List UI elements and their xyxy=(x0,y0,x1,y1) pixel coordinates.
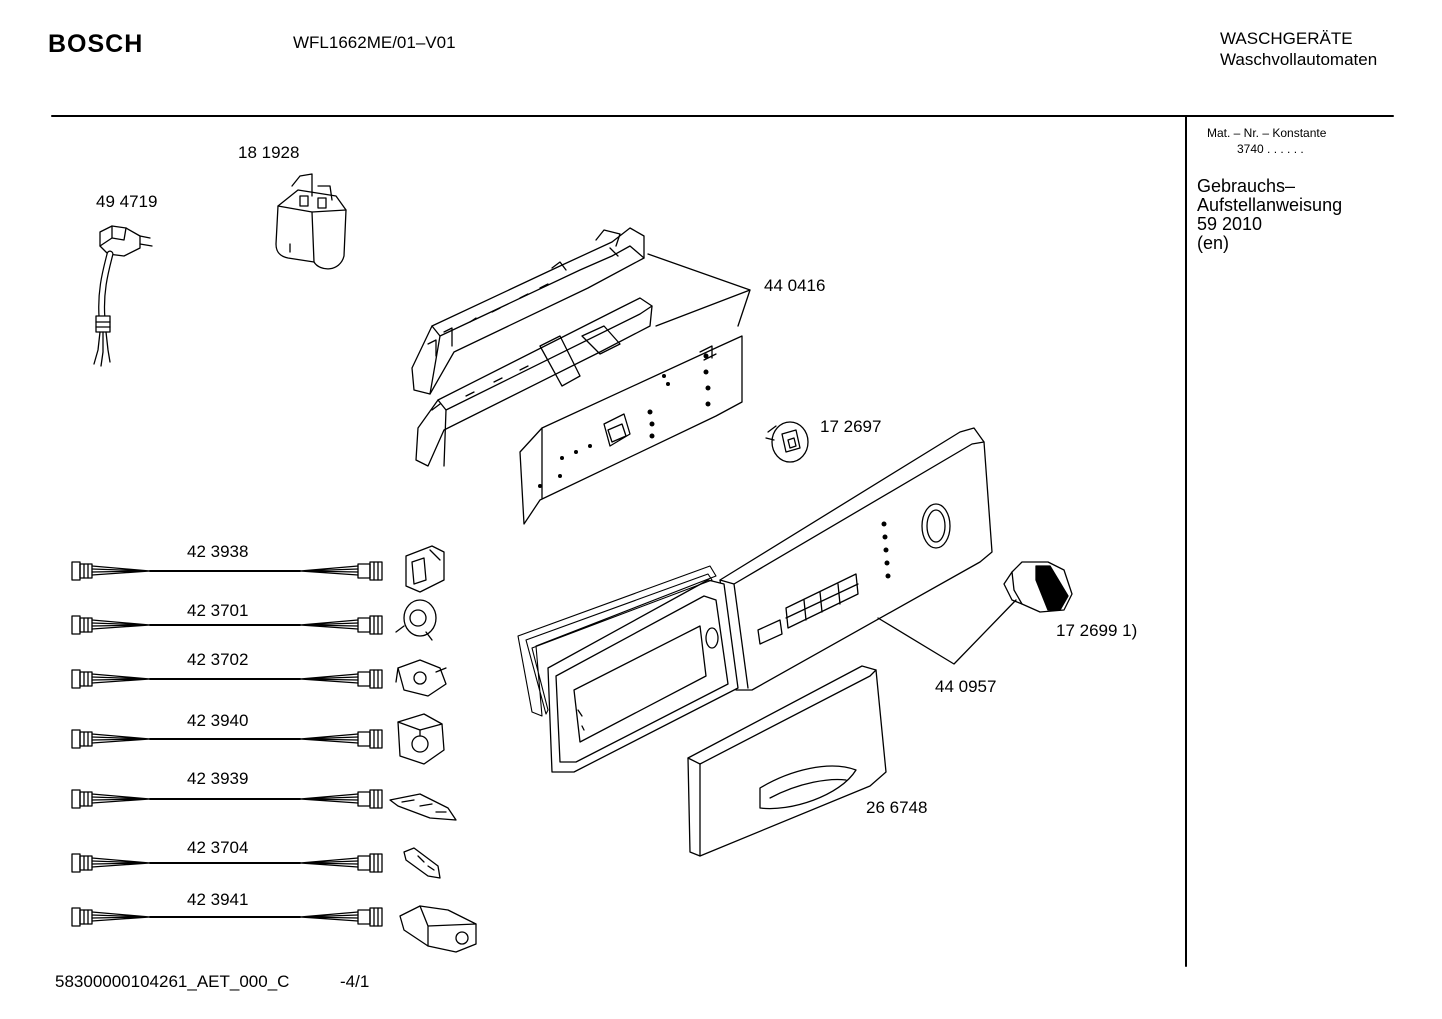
harness-5-drawing[interactable] xyxy=(71,789,457,821)
suppressor-drawing[interactable] xyxy=(275,173,347,270)
part-label-suppressor[interactable]: 18 1928 xyxy=(238,143,300,162)
control-module-drawing[interactable] xyxy=(411,227,743,525)
harness-2-drawing[interactable] xyxy=(71,599,437,641)
knob-spindle-drawing[interactable] xyxy=(765,421,809,463)
doc-line-2: Aufstellanweisung xyxy=(1197,195,1343,215)
leader-control-module-2 xyxy=(655,289,751,327)
selector-knob-drawing[interactable] xyxy=(1003,561,1073,613)
part-label-harness-3[interactable]: 42 3702 xyxy=(187,650,249,669)
category-title: WASCHGERÄTE xyxy=(1220,29,1353,48)
footer-page-number: -4/1 xyxy=(340,972,370,991)
part-label-selector-knob[interactable]: 17 2699 1) xyxy=(1056,621,1138,640)
part-label-harness-2[interactable]: 42 3701 xyxy=(187,601,249,620)
leader-control-module-1 xyxy=(647,253,751,327)
part-label-control-module[interactable]: 44 0416 xyxy=(764,276,826,295)
category-subtitle: Waschvollautomaten xyxy=(1220,50,1378,69)
sidebar-heading: Mat. – Nr. – Konstante xyxy=(1207,126,1327,140)
sidebar-constant: 3740 . . . . . . xyxy=(1237,142,1304,156)
part-label-knob-spindle[interactable]: 17 2697 xyxy=(820,417,882,436)
doc-line-1: Gebrauchs– xyxy=(1197,176,1296,196)
part-label-dispenser-handle[interactable]: 26 6748 xyxy=(866,798,928,817)
leader-fascia-panel xyxy=(877,599,1017,665)
model-number: WFL1662ME/01–V01 xyxy=(293,33,456,52)
harness-3-drawing[interactable] xyxy=(71,659,447,697)
footer-doc-code: 58300000104261_AET_000_C xyxy=(55,972,290,991)
part-label-harness-6[interactable]: 42 3704 xyxy=(187,838,249,857)
dispenser-handle-drawing[interactable] xyxy=(687,665,887,857)
brand-logo: BOSCH xyxy=(48,30,144,58)
harness-1-drawing[interactable] xyxy=(71,545,445,593)
power-cord-drawing[interactable] xyxy=(93,225,153,367)
harness-7-drawing[interactable] xyxy=(71,905,477,953)
part-label-fascia-panel[interactable]: 44 0957 xyxy=(935,677,997,696)
drawer-seal-drawing[interactable] xyxy=(517,565,717,717)
doc-line-3: 59 2010 xyxy=(1197,214,1263,234)
part-label-harness-7[interactable]: 42 3941 xyxy=(187,890,249,909)
part-label-power-cord[interactable]: 49 4719 xyxy=(96,192,158,211)
harness-4-drawing[interactable] xyxy=(71,713,445,765)
part-label-harness-5[interactable]: 42 3939 xyxy=(187,769,249,788)
doc-line-4: (en) xyxy=(1197,233,1230,253)
harness-6-drawing[interactable] xyxy=(71,847,441,879)
part-label-harness-4[interactable]: 42 3940 xyxy=(187,711,249,730)
fascia-panel-drawing[interactable] xyxy=(547,427,993,773)
part-label-harness-1[interactable]: 42 3938 xyxy=(187,542,249,561)
